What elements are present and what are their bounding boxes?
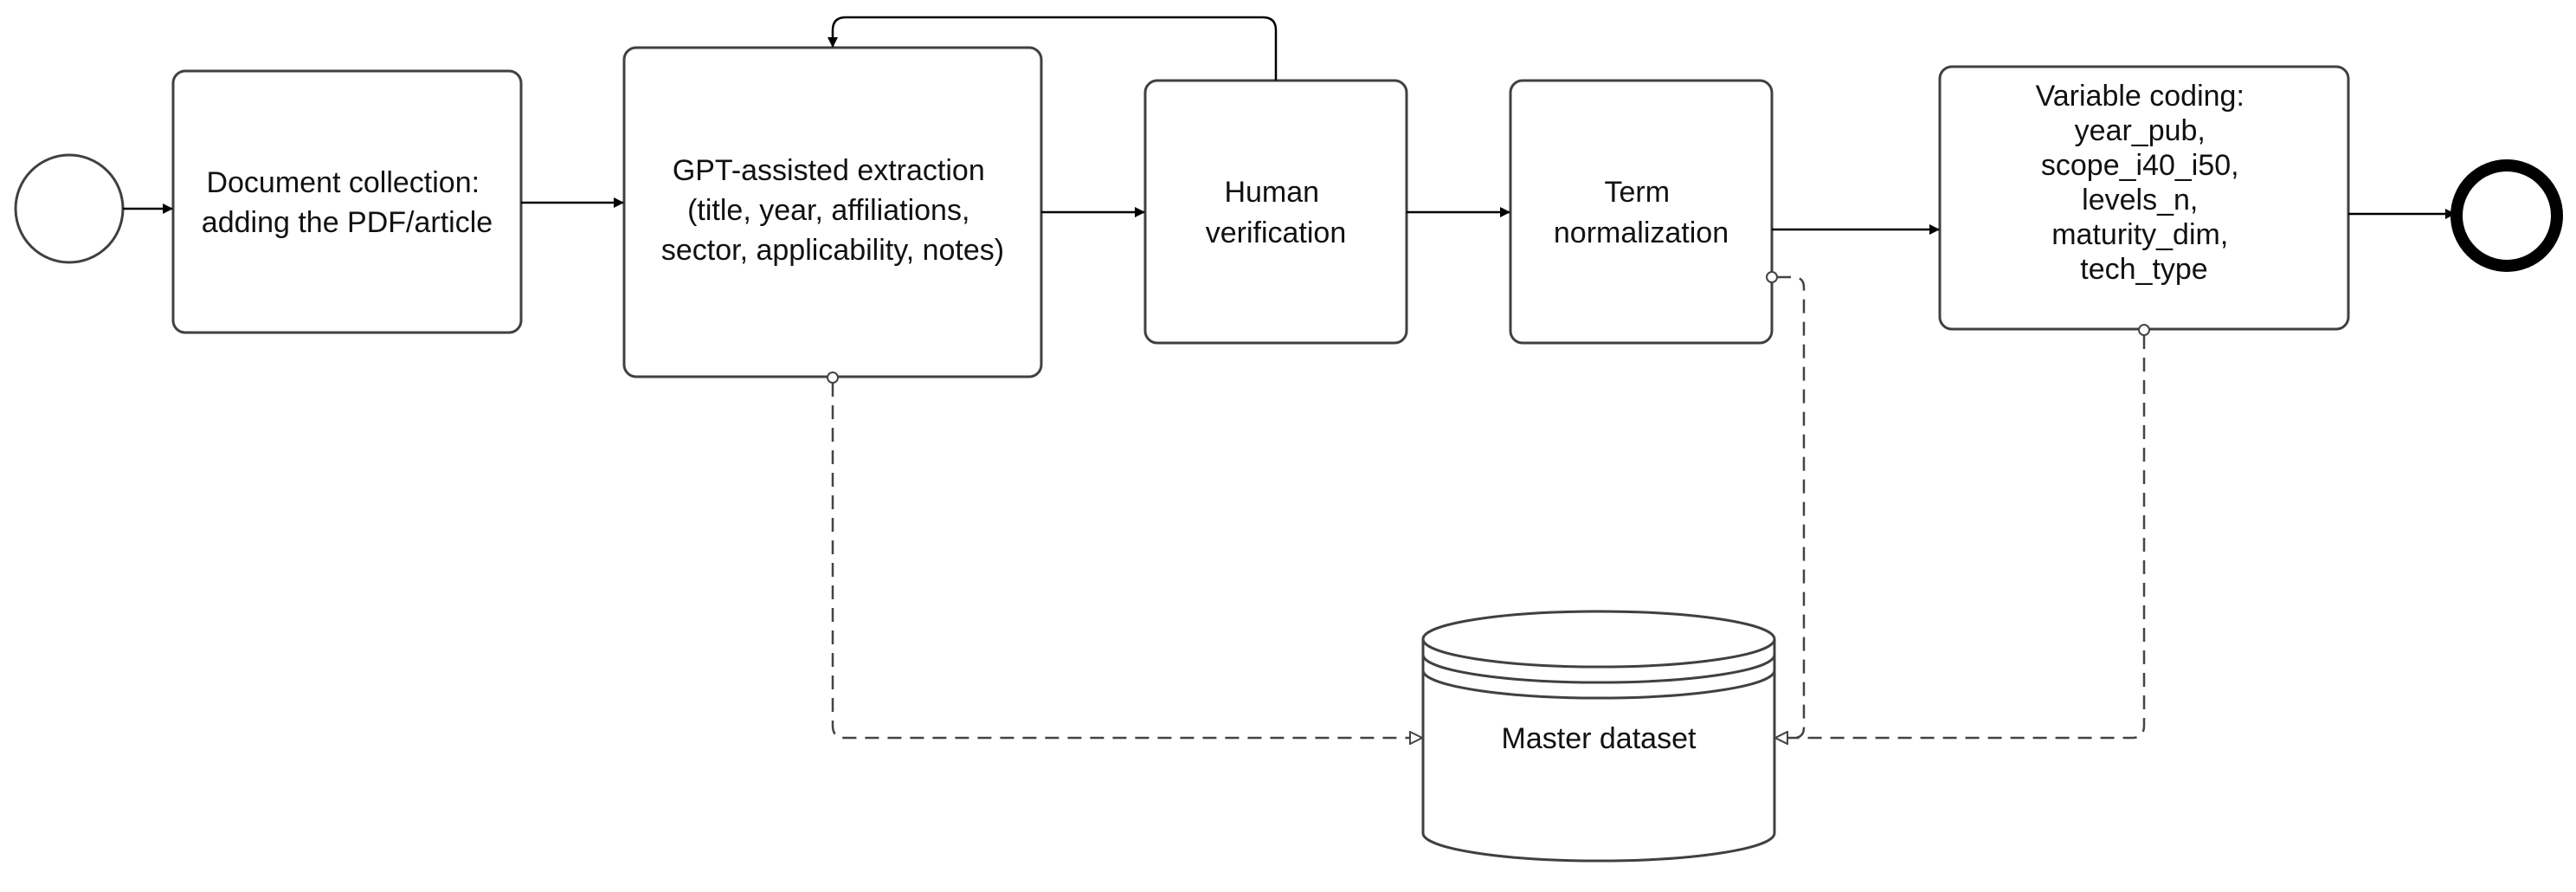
- association-origin-coding: [2138, 324, 2150, 336]
- task-human-verification: Human verification: [1143, 79, 1408, 345]
- association-normalization-to-dataset: [1775, 275, 1806, 738]
- datastore-master-dataset: Master dataset: [1421, 610, 1776, 863]
- task-human-verification-label: Human verification: [1206, 176, 1347, 249]
- task-gpt-extraction: GPT-assisted extraction (title, year, af…: [622, 46, 1043, 378]
- start-event: [14, 153, 125, 264]
- association-coding-to-dataset: [1775, 335, 2146, 738]
- datastore-label: Master dataset: [1502, 722, 1697, 755]
- flow-verification-feedback-loop: [828, 16, 1278, 81]
- task-term-normalization-label: Term normalization: [1554, 176, 1729, 249]
- task-variable-coding: Variable coding: year_pub, scope_i40_i50…: [1938, 65, 2350, 331]
- task-variable-coding-label: Variable coding: year_pub, scope_i40_i50…: [2036, 80, 2253, 286]
- association-origin-extraction: [827, 372, 839, 384]
- association-origin-normalization: [1766, 271, 1778, 283]
- end-event: [2450, 159, 2563, 272]
- task-gpt-extraction-label: GPT-assisted extraction (title, year, af…: [661, 154, 1004, 267]
- task-document-collection-label: Document collection: adding the PDF/arti…: [202, 166, 493, 239]
- task-document-collection: Document collection: adding the PDF/arti…: [171, 69, 523, 334]
- association-extraction-to-dataset: [831, 383, 1422, 738]
- task-term-normalization: Term normalization: [1509, 79, 1774, 345]
